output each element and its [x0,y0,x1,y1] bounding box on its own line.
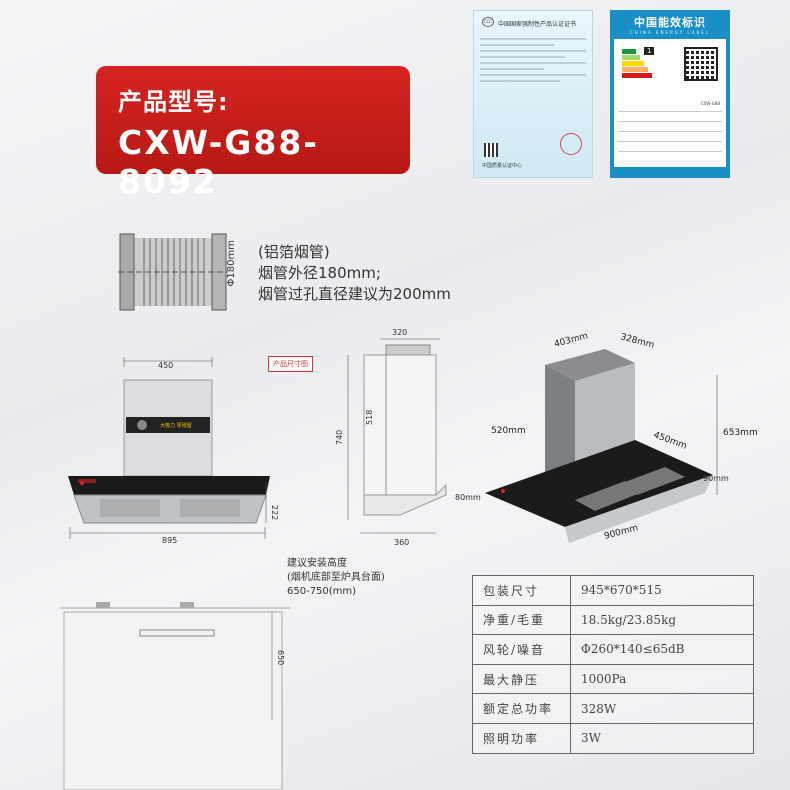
qr-code-icon [684,47,718,81]
brand-panel-text: 大吸力 零残留 [160,422,192,429]
side-bottom-depth: 360 [394,538,409,547]
duct-line-2: 烟管外径180mm; [258,264,381,282]
model-label: 产品型号: [118,88,229,116]
brand-panel [126,417,210,433]
seal-stamp-icon [560,133,582,155]
persp-height-2: 653mm [723,428,758,438]
install-line-2: (烟机底部至炉具台面) [287,572,385,583]
persp-depth-2: 328mm [619,332,655,351]
duct-diameter: Φ180mm [226,240,237,287]
stove-drawing: 650 [60,602,290,790]
front-top-width: 450 [158,361,173,370]
install-line-3: 650-750(mm) [287,586,357,597]
fan-icon [137,420,147,430]
energy-label: 中国能效标识 CHINA ENERGY LABEL 1 CXW-G88 [610,10,730,178]
duct-line-1: (铝箔烟管) [258,243,330,261]
persp-depth-1: 403mm [553,331,589,350]
side-upper-height: 518 [365,410,374,425]
install-height-note: 建议安装高度 (烟机底部至炉具台面) 650-750(mm) [287,557,385,599]
ccc-logo-icon: CCC [482,17,494,27]
cert-footer: 中国质量认证中心 [482,163,523,169]
duct-drawing [118,233,228,311]
qr-code-icon [484,143,498,157]
persp-base-1: 80mm [455,493,481,502]
front-height: 222 [270,505,279,520]
install-line-1: 建议安装高度 [287,558,347,569]
energy-grade-bars-icon [622,49,652,79]
ccc-certificate: CCC 中国国家强制性产品认证证书 中国质量认证中心 [473,10,593,178]
persp-height-1: 520mm [491,426,526,436]
energy-label-subtitle: CHINA ENERGY LABEL [630,30,710,35]
persp-width-1: 450mm [652,430,688,451]
side-total-height: 740 [335,430,344,445]
install-vertical-dim: 650 [276,650,285,665]
energy-label-title: 中国能效标识 [634,16,706,29]
front-bottom-width: 895 [162,536,177,545]
duct-line-3: 烟管过孔直径建议为200mm [258,285,451,303]
size-chart-tag: 产品尺寸图 [268,356,313,372]
cert-title: 中国国家强制性产品认证证书 [498,21,577,28]
model-number: CXW-G88-8092 [118,123,319,201]
front-view-drawing: 450 大吸力 零残留 895 222 [68,357,279,545]
energy-grade: 1 [644,47,655,55]
duct-description: (铝箔烟管) 烟管外径180mm; 烟管过孔直径建议为200mm [258,242,451,305]
perspective-drawing: 403mm 328mm 520mm 450mm 653mm 80mm 90mm … [455,331,758,543]
side-top-depth: 320 [392,328,407,337]
model-banner: 产品型号: CXW-G88-8092 [96,66,410,201]
side-view-drawing: 320 518 740 360 [335,328,447,547]
persp-base-2: 90mm [703,474,729,483]
energy-model: CXW-G88 [700,101,720,106]
